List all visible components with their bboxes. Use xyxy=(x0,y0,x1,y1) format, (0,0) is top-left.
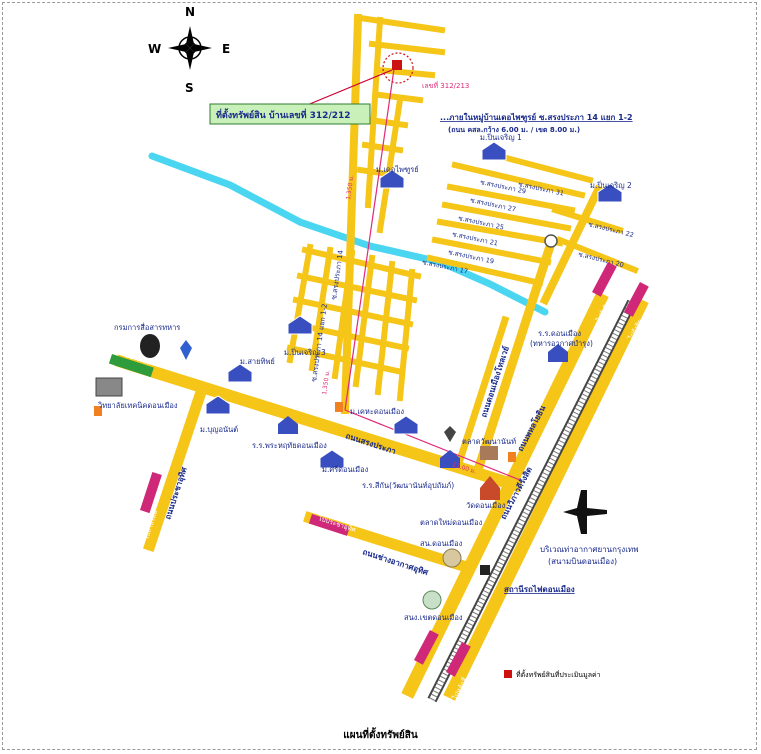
house-no-tag: เลขที่ 312/213 xyxy=(422,81,469,90)
bank-icon xyxy=(444,426,456,442)
property-callout: ที่ตั้งทรัพย์สิน บ้านเลขที่ 312/212 xyxy=(216,108,351,121)
distance-label: 1,350 ม. xyxy=(321,370,331,396)
compass-icon xyxy=(168,26,212,70)
school-icon xyxy=(278,344,568,468)
place-saithip: ม.สายทิพย์ xyxy=(240,357,275,366)
temple-icon xyxy=(480,476,500,500)
property-callout-box xyxy=(209,103,371,125)
shield-icon xyxy=(180,340,192,360)
place-boonrungrot: ม.บุญอนันต์ xyxy=(200,425,238,434)
village-subtitle: (ถนน คสล.กว้าง 6.00 ม. / เขต 8.00 ม.) xyxy=(448,125,580,134)
railway xyxy=(427,299,637,703)
distance-label: 1,350 ม. xyxy=(345,175,355,201)
compass-n: N xyxy=(185,5,195,19)
college-icon xyxy=(95,377,123,397)
place-tech-college: วิทยาลัยเทคนิคดอนเมือง xyxy=(97,401,178,410)
station-icon xyxy=(480,565,490,575)
compass-s: S xyxy=(185,81,194,95)
place-airport: บริเวณท่าอากาศยานกรุงเทพ xyxy=(540,545,638,554)
road-network xyxy=(114,13,649,701)
airplane-icon xyxy=(563,490,607,534)
property-marker xyxy=(382,52,414,84)
legend-text: ที่ตั้งทรัพย์สินที่ประเมินมูลค่า xyxy=(516,668,601,679)
place-district-office: สนง.เขตดอนเมือง xyxy=(404,613,463,622)
compass-e: E xyxy=(222,42,230,56)
place-school-phrayaithon: ร.ร.พระหฤทัยดอนเมือง xyxy=(252,441,327,450)
place-police: สน.ดอนเมือง xyxy=(420,539,463,548)
police-icon xyxy=(442,548,462,568)
place-school-sikan: ร.ร.สีกัน(วัฒนานันท์อุปถัมภ์) xyxy=(362,481,454,490)
village-icon xyxy=(205,141,623,469)
place-pinjaroen3: ม.ปิ่นเจริญ 3 xyxy=(284,347,326,357)
seven-eleven-icon xyxy=(94,402,516,462)
village-title: ...ภายในหมู่บ้านเดอไพฑูรย์ ซ.สรงประภา 14… xyxy=(440,112,633,123)
soi-label: ซ.สรงประภา 22 xyxy=(588,220,635,239)
roundabout xyxy=(544,234,558,248)
place-army-comm: กรมการสื่อสารทหาร xyxy=(114,322,180,332)
place-station: สถานีรถไฟดอนเมือง xyxy=(504,584,575,594)
place-temple: วัดดอนเมือง xyxy=(466,501,506,510)
route-line xyxy=(344,61,521,481)
market-icon xyxy=(480,446,498,460)
place-derphaitoon: ม.เดอไพฑูรย์ xyxy=(376,165,419,174)
legend-swatch xyxy=(504,670,512,678)
place-sridonmueang: ม.ศรีดอนเมือง xyxy=(322,465,369,474)
canal xyxy=(148,152,549,316)
place-kanokwan: ม.เคหะดอนเมือง xyxy=(350,407,404,416)
place-airport-sub: (สนามบินดอนเมือง) xyxy=(548,557,617,566)
district-office-icon xyxy=(422,590,442,610)
government-emblem-icon xyxy=(140,334,160,358)
place-school-donmueang: ร.ร.ดอนเมือง xyxy=(538,329,581,338)
compass-w: W xyxy=(148,42,161,56)
place-market-2: ตลาดใหม่ดอนเมือง xyxy=(420,518,483,527)
place-pinjaroen1: ม.ปิ่นเจริญ 1 xyxy=(480,132,522,142)
soi-label: ซ.สรงประภา 20 xyxy=(578,250,625,269)
direction-sign xyxy=(108,261,649,677)
map-caption: แผนที่ตั้งทรัพย์สิน xyxy=(343,730,418,741)
place-school-donmueang-sub: (ทหารอากาศบำรุง) xyxy=(530,339,593,348)
place-pinjaroen2: ม.ปิ่นเจริญ 2 xyxy=(590,180,632,190)
place-market: ตลาดวัฒนานันท์ xyxy=(462,437,516,446)
callout-pointer xyxy=(299,69,393,109)
